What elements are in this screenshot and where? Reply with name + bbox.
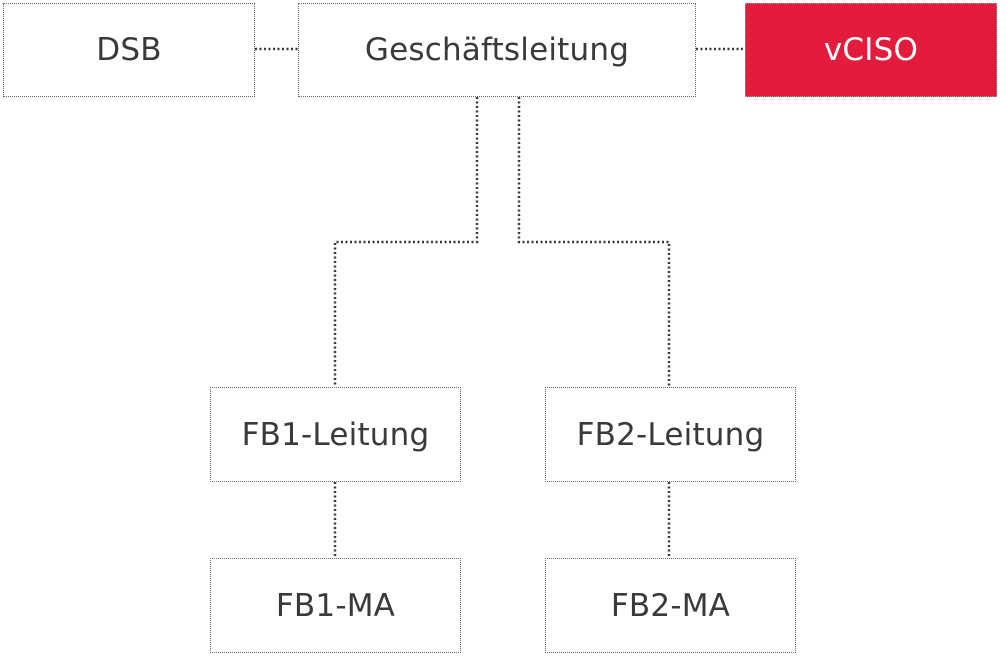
node-vciso: vCISO (745, 3, 997, 97)
node-fb1-leitung-label: FB1-Leitung (241, 416, 430, 453)
node-dsb: DSB (3, 3, 255, 97)
node-fb2-ma-label: FB2-MA (610, 587, 731, 624)
node-geschaeftsleitung-label: Geschäftsleitung (364, 32, 630, 68)
node-fb1-leitung: FB1-Leitung (210, 387, 461, 482)
node-fb1-ma: FB1-MA (210, 558, 461, 653)
node-vciso-label: vCISO (823, 32, 919, 68)
connector-gl-fb2-leitung (517, 97, 671, 387)
node-fb1-ma-label: FB1-MA (275, 587, 396, 624)
node-fb2-leitung-label: FB2-Leitung (576, 416, 765, 453)
node-fb2-leitung: FB2-Leitung (545, 387, 796, 482)
node-dsb-label: DSB (96, 32, 162, 68)
connector-gl-fb1-leitung (333, 97, 479, 387)
node-geschaeftsleitung: Geschäftsleitung (298, 3, 696, 97)
node-fb2-ma: FB2-MA (545, 558, 796, 653)
